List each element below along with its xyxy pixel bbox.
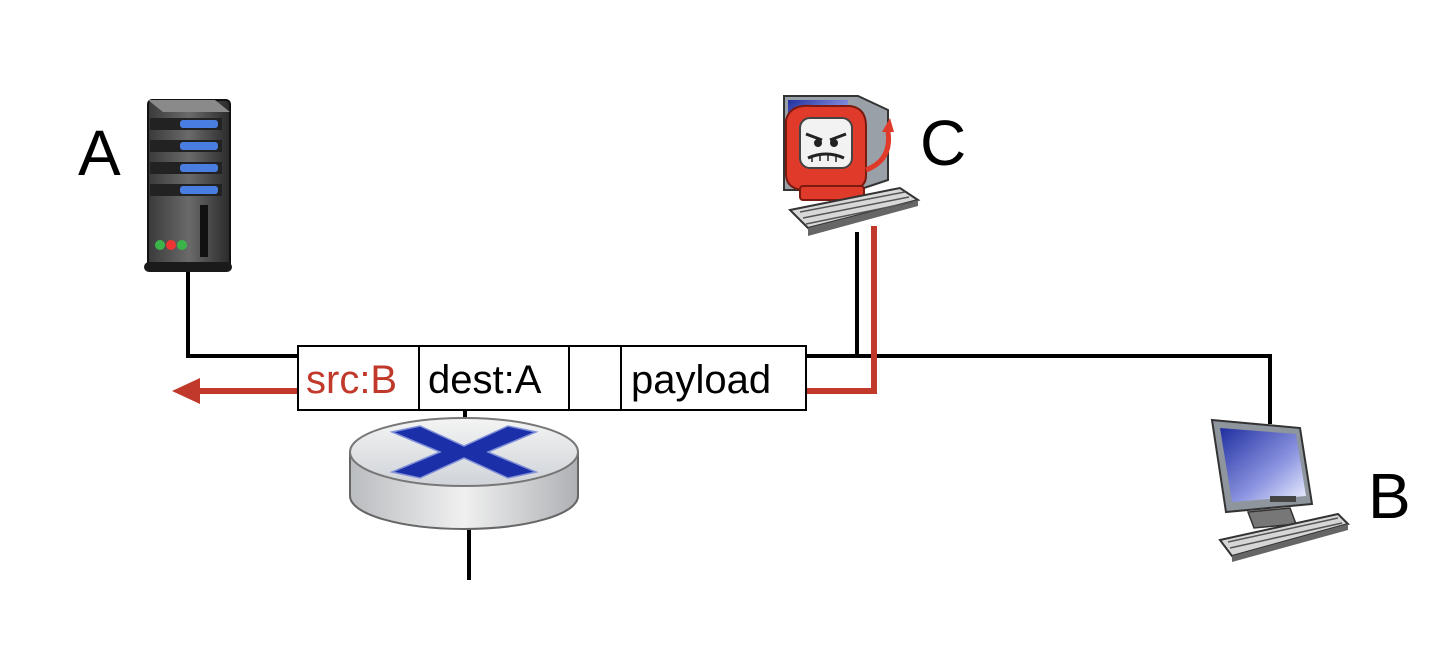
spoof-path-line xyxy=(806,226,877,394)
spoof-arrowhead-icon xyxy=(172,378,200,404)
node-c-label: C xyxy=(920,107,966,179)
desktop-computer-icon xyxy=(1210,418,1350,562)
network-links xyxy=(186,232,1272,580)
server-icon xyxy=(144,99,232,272)
router-icon xyxy=(349,417,579,530)
packet-src-field: src:B xyxy=(306,358,397,402)
devil-computer-icon xyxy=(783,95,921,236)
node-b-label: B xyxy=(1368,460,1411,532)
node-a-label: A xyxy=(78,117,121,189)
packet-dest-field: dest:A xyxy=(428,358,542,402)
packet-payload-field: payload xyxy=(631,358,771,402)
spoofed-packet: src:B dest:A payload xyxy=(297,345,807,411)
packet-frame xyxy=(297,345,807,411)
spoofed-packet-path xyxy=(172,226,877,404)
link-a-to-bus xyxy=(186,272,300,358)
link-bus-to-b xyxy=(806,354,1272,424)
